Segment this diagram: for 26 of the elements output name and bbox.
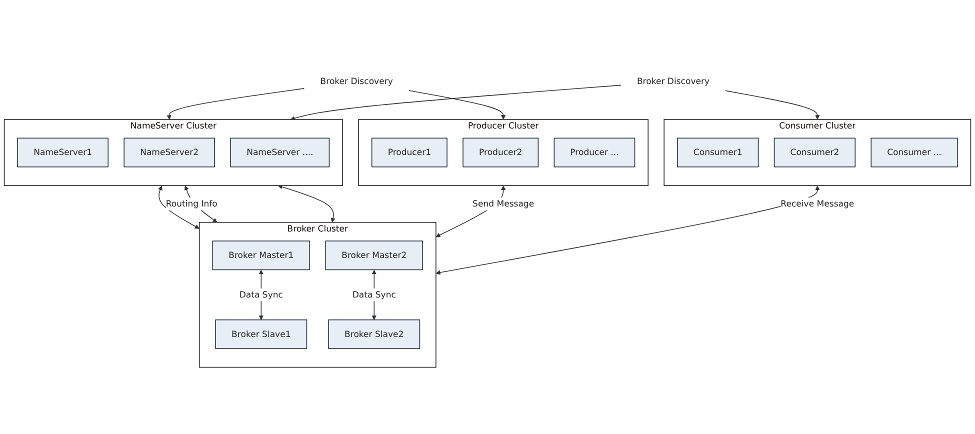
edge-label: Receive Message <box>780 198 854 209</box>
node-box: Broker Slave1 <box>215 319 308 350</box>
node-box: Producer2 <box>462 138 539 168</box>
node-text: Broker Discovery <box>320 76 393 86</box>
node-text: Broker Discovery <box>636 76 710 86</box>
arrow <box>408 90 506 120</box>
node-box: NameServer2 <box>124 138 215 168</box>
arrow <box>725 90 820 120</box>
arrow <box>278 184 336 223</box>
edge-label: Send Message <box>472 198 534 209</box>
node-box: NameServer .... <box>230 138 330 168</box>
node-box: Consumer2 <box>774 138 856 168</box>
node-box: Producer1 <box>371 138 448 168</box>
node-box: Producer ... <box>554 138 636 168</box>
edge-label: Routing Info <box>166 198 218 209</box>
node-box: Broker Master2 <box>325 240 424 270</box>
node-box: Consumer ... <box>870 138 958 168</box>
node-box: Consumer1 <box>677 138 759 168</box>
arrow <box>166 88 305 120</box>
node-box: Broker Slave2 <box>328 319 420 350</box>
arrow <box>290 84 622 121</box>
edge-label: Data Sync <box>239 289 283 300</box>
node-box: NameServer1 <box>17 138 108 168</box>
arrow <box>158 186 200 229</box>
edge-label: Data Sync <box>352 289 396 300</box>
node-box: Broker Master1 <box>212 240 310 270</box>
